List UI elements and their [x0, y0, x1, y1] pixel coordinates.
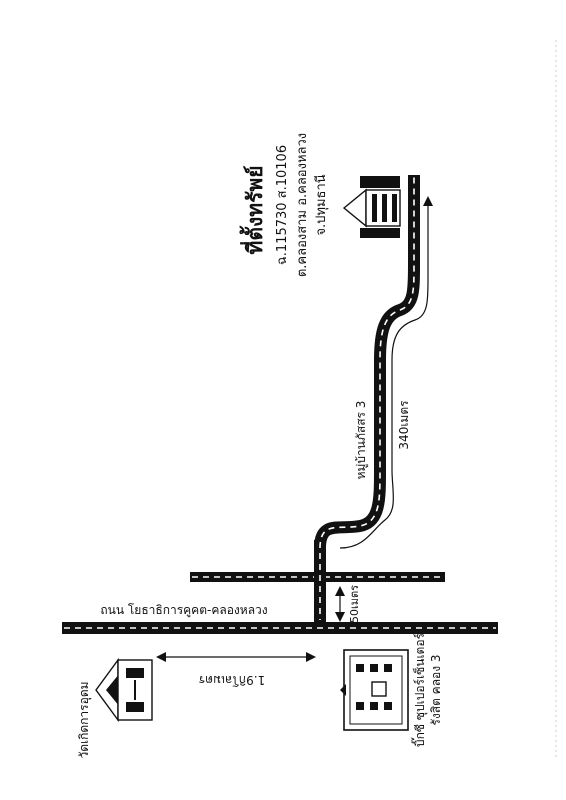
- main-road: [62, 622, 498, 634]
- distance-label-340m: 340เมตร: [397, 400, 411, 450]
- village-road: [314, 175, 420, 549]
- temple-icon: [95, 657, 153, 723]
- bigc-label-line1: บิ๊กซี ซุปเปอร์เซ็นเตอร์: [411, 632, 428, 747]
- village-road-label: หมู่บ้านภัสสร 3: [354, 401, 369, 480]
- distance-arrow-340m: [339, 196, 433, 549]
- bigc-building-icon: [340, 649, 409, 731]
- temple-label: วัดเกิดการอุดม: [77, 681, 92, 758]
- property-subdistrict: ต.คลองสาม อ.คลองหลวง: [295, 133, 310, 277]
- property-house-icon: [342, 176, 401, 238]
- distance-label-50m: 50เมตร: [348, 585, 361, 623]
- property-title: ที่ตั้งทรัพย์: [239, 165, 267, 254]
- distance-label-temple: 1.9กิโลเมตร: [198, 673, 265, 687]
- connector-road: [314, 540, 326, 622]
- distance-arrow-50m: [335, 586, 345, 622]
- property-province: จ.ปทุมธานี: [313, 174, 329, 235]
- distance-arrow-temple: [156, 652, 316, 662]
- main-road-label: ถนน โยธาธิการคูคต-คลองหลวง: [100, 603, 267, 618]
- property-deed: ฉ.115730 ส.10106: [275, 145, 290, 265]
- bigc-label-line2: รังสิต คลอง 3: [429, 654, 443, 725]
